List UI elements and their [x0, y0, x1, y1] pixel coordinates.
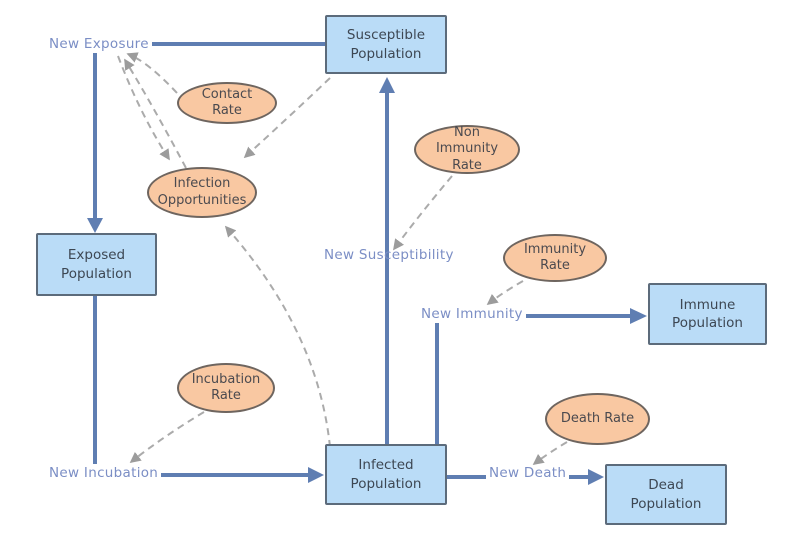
- stock-exposed-label: Exposed Population: [61, 247, 132, 282]
- influence-death-rate-to-new-death: [532, 441, 568, 466]
- arrowhead-new-death: [588, 469, 604, 485]
- arrowhead-new-susceptibility: [379, 77, 395, 93]
- influence-non-immunity-rate-to-new-susceptibility: [393, 175, 453, 251]
- stock-infected-population: Infected Population: [325, 444, 447, 505]
- arrowhead-new-immunity: [630, 308, 647, 324]
- stock-susceptible-label: Susceptible Population: [346, 27, 426, 62]
- flow-label-new-immunity: New Immunity: [418, 305, 526, 323]
- influence-infection-opportunities-to-new-exposure: [124, 58, 187, 169]
- variable-non-immunity-rate: Non Immunity Rate: [414, 125, 520, 174]
- stock-immune-label: Immune Population: [672, 296, 743, 331]
- influence-infected-to-infection-opportunities: [224, 225, 331, 448]
- arrowhead-new-exposure: [87, 218, 103, 233]
- variable-infection-opportunities: Infection Opportunities: [147, 167, 257, 218]
- influence-contact-rate-to-new-exposure: [126, 52, 178, 94]
- influence-susceptible-to-infection-opportunities: [243, 77, 331, 159]
- stock-dead-population: Dead Population: [605, 464, 727, 525]
- stock-dead-label: Dead Population: [630, 477, 702, 512]
- variable-death-rate-label: Death Rate: [560, 410, 635, 426]
- stock-susceptible-population: Susceptible Population: [325, 15, 447, 74]
- variable-contact-rate: Contact Rate: [177, 82, 277, 124]
- stock-exposed-population: Exposed Population: [36, 233, 157, 296]
- variable-non-immunity-rate-label: Non Immunity Rate: [435, 125, 499, 173]
- influence-incubation-rate-to-new-incubation: [129, 411, 205, 464]
- stock-immune-population: Immune Population: [648, 283, 767, 345]
- variable-incubation-rate-label: Incubation Rate: [191, 371, 261, 403]
- variable-immunity-rate: Immunity Rate: [503, 234, 607, 282]
- stock-infected-label: Infected Population: [350, 457, 422, 492]
- variable-infection-opportunities-label: Infection Opportunities: [157, 176, 247, 208]
- variable-incubation-rate: Incubation Rate: [177, 363, 275, 413]
- influence-new-exposure-to-infection-opportunities: [117, 55, 170, 161]
- variable-death-rate: Death Rate: [545, 393, 650, 445]
- variable-contact-rate-label: Contact Rate: [201, 86, 253, 118]
- arrowhead-new-incubation: [308, 467, 324, 483]
- variable-immunity-rate-label: Immunity Rate: [523, 241, 587, 273]
- flow-label-new-susceptibility: New Susceptibility: [324, 247, 454, 263]
- flow-label-new-incubation: New Incubation: [46, 464, 162, 482]
- flow-label-new-death: New Death: [486, 464, 570, 482]
- influence-immunity-rate-to-new-immunity: [486, 280, 524, 306]
- flow-label-new-exposure: New Exposure: [46, 35, 152, 53]
